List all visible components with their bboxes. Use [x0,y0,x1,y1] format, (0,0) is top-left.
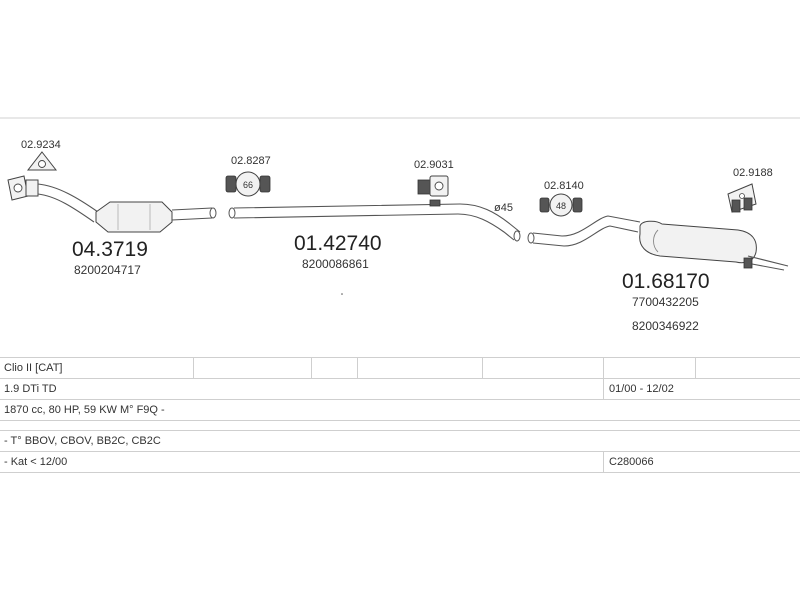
cell-divider [482,358,483,378]
middle-pipe-code: 01.42740 [294,232,382,255]
row-gap [0,421,800,430]
bracket-icon [727,183,757,213]
catalyst-body [95,201,173,233]
info-row-specs: 1870 cc, 80 HP, 59 KW M° F9Q - [0,400,800,421]
rubber-hanger-icon [417,175,449,197]
catalyst-code: 04.3719 [72,238,148,261]
gasket-code: 02.9234 [21,139,61,151]
engine-name: 1.9 DTi TD [4,383,57,395]
kat-note: - Kat < 12/00 [4,456,68,468]
engine-specs: 1870 cc, 80 HP, 59 KW M° F9Q - [4,404,165,416]
vehicle-info-table: Clio II [CAT] 1.9 DTi TD 01/00 - 12/02 1… [0,357,800,473]
diameter-label: ø45 [494,202,513,214]
silencer-ref-1: 7700432205 [632,295,699,309]
middle-pipe [228,199,521,242]
clamp-48-code: 02.8140 [544,180,584,192]
middle-pipe-ref: 8200086861 [302,257,369,271]
clamp-48: 48 [539,193,583,217]
gasket-triangle [26,151,58,171]
hanger-code: 02.9031 [414,159,454,171]
front-flange [7,175,39,201]
cell-divider [193,358,194,378]
catalyst-outlet-pipe [171,207,217,221]
silencer-code: 01.68170 [622,270,710,293]
cell-divider [603,358,604,378]
dot-mark [341,293,343,295]
cell-divider [357,358,358,378]
model-name: Clio II [CAT] [4,362,63,374]
cell-divider [311,358,312,378]
clamp-66-size: 66 [243,180,253,190]
date-range: 01/00 - 12/02 [609,383,674,395]
cell-divider [603,379,604,399]
cell-divider [603,452,604,472]
cell-divider [695,358,696,378]
info-row-model: Clio II [CAT] [0,357,800,379]
reference-code: C280066 [609,456,654,468]
clamp-48-size: 48 [556,201,566,211]
catalyst-pipe [37,183,99,223]
bracket-code: 02.9188 [733,167,773,179]
clamp-66-code: 02.8287 [231,155,271,167]
catalyst-ref: 8200204717 [74,263,141,277]
info-row-types: - T° BBOV, CBOV, BB2C, CB2C [0,430,800,452]
info-row-engine: 1.9 DTi TD 01/00 - 12/02 [0,379,800,400]
body-types: - T° BBOV, CBOV, BB2C, CB2C [4,435,161,447]
info-row-kat: - Kat < 12/00 C280066 [0,452,800,473]
rear-silencer [527,215,789,271]
clamp-66: 66 [225,171,271,197]
silencer-ref-2: 8200346922 [632,319,699,333]
